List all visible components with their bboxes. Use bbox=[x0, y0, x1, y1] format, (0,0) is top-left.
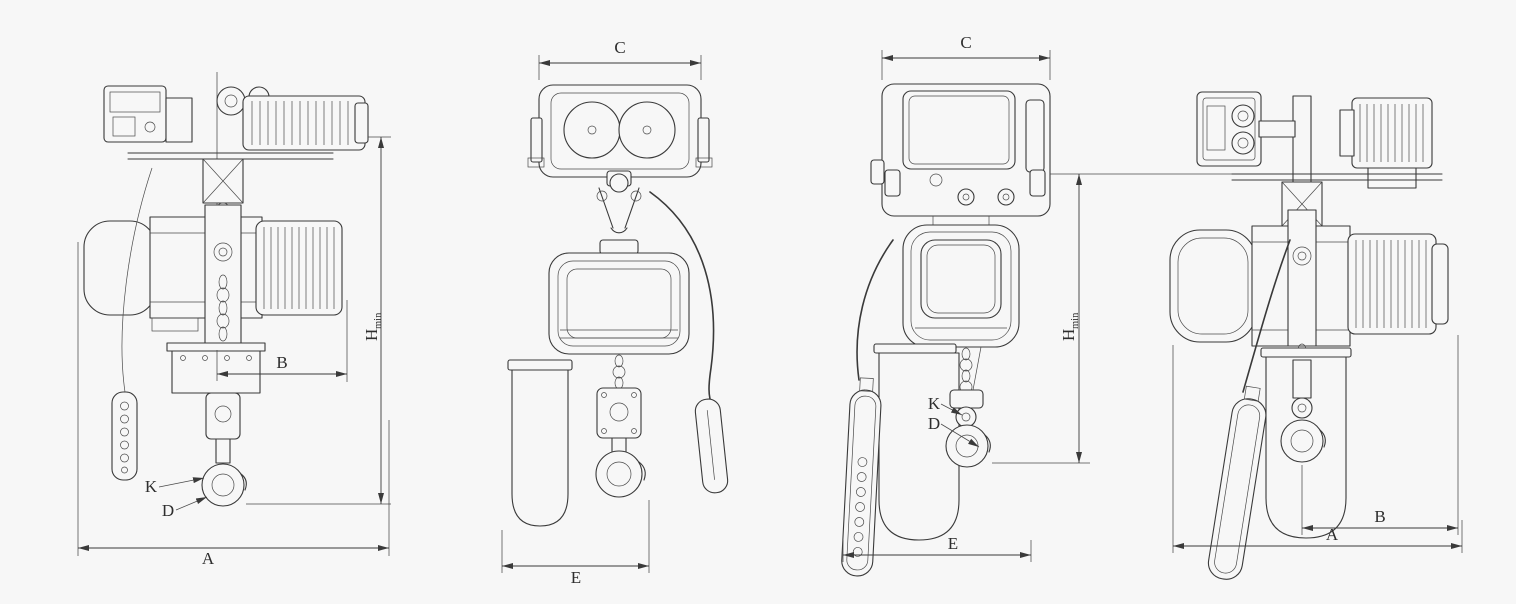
view2-hoist-body bbox=[548, 239, 690, 355]
dim-label-k: K bbox=[145, 477, 158, 496]
view1-dimension-a: A bbox=[77, 242, 390, 568]
view3-dimension-hmin: H min bbox=[992, 173, 1090, 464]
view2-dimension-c: C bbox=[538, 38, 702, 80]
view4-hoist-body bbox=[1169, 209, 1449, 347]
view1-hook bbox=[201, 392, 247, 507]
view4-dimension-a: A bbox=[1172, 345, 1463, 553]
view-side-elevation-right: B A bbox=[1090, 91, 1463, 580]
view1-dimension-kd: K D bbox=[145, 477, 208, 520]
view4-trolley-assembly bbox=[1196, 91, 1443, 233]
view3-trolley-assembly bbox=[870, 83, 1051, 217]
view1-chain bbox=[216, 274, 230, 342]
view3-hoist-body bbox=[902, 216, 1020, 348]
view-front-elevation-left: C E bbox=[501, 38, 729, 587]
dim-label-hmin-subscript: min bbox=[373, 312, 384, 329]
view3-dimension-kd: K D bbox=[928, 394, 980, 448]
view-front-elevation-right: C H min K D E bbox=[841, 33, 1090, 577]
view2-power-cable bbox=[649, 191, 715, 400]
dim-label-a: A bbox=[202, 549, 215, 568]
view2-chain-container bbox=[507, 359, 573, 527]
dim-label-b: B bbox=[276, 353, 287, 372]
view1-pendant-control bbox=[111, 167, 153, 481]
dim-label-c: C bbox=[960, 33, 971, 52]
dim-label-d: D bbox=[928, 414, 940, 433]
view1-chain-container bbox=[166, 342, 266, 394]
dim-label-c: C bbox=[614, 38, 625, 57]
view4-hook bbox=[1280, 359, 1326, 463]
view3-pendant-control bbox=[841, 377, 882, 577]
view3-power-cable bbox=[856, 239, 894, 381]
dim-label-k: K bbox=[928, 394, 941, 413]
view2-chain bbox=[612, 354, 626, 390]
dim-label-e: E bbox=[571, 568, 581, 587]
view-side-elevation-left: H min B A K D bbox=[77, 72, 391, 568]
view2-hook bbox=[595, 387, 646, 498]
view1-trolley-assembly bbox=[103, 85, 369, 218]
view3-dimension-e: E bbox=[842, 534, 1032, 562]
dim-label-e: E bbox=[948, 534, 958, 553]
dim-label-hmin: H bbox=[362, 329, 381, 341]
view1-dimension-b: B bbox=[216, 300, 348, 382]
dim-label-b: B bbox=[1374, 507, 1385, 526]
view2-trolley-assembly bbox=[527, 84, 713, 193]
dim-label-hmin-subscript: min bbox=[1070, 312, 1081, 329]
view3-dimension-c: C bbox=[881, 33, 1051, 80]
view2-suspension bbox=[596, 187, 642, 234]
view1-dimension-hmin: H min bbox=[246, 136, 391, 505]
dim-label-d: D bbox=[162, 501, 174, 520]
view2-pendant-control bbox=[694, 398, 729, 494]
dim-label-a: A bbox=[1326, 525, 1339, 544]
view1-hoist-body bbox=[83, 204, 343, 346]
view4-pendant-control bbox=[1207, 239, 1291, 580]
view2-dimension-e: E bbox=[501, 500, 650, 587]
view3-chain-container bbox=[873, 343, 960, 541]
view4-dimension-b: B bbox=[1301, 335, 1459, 535]
dim-label-hmin: H bbox=[1059, 329, 1078, 341]
